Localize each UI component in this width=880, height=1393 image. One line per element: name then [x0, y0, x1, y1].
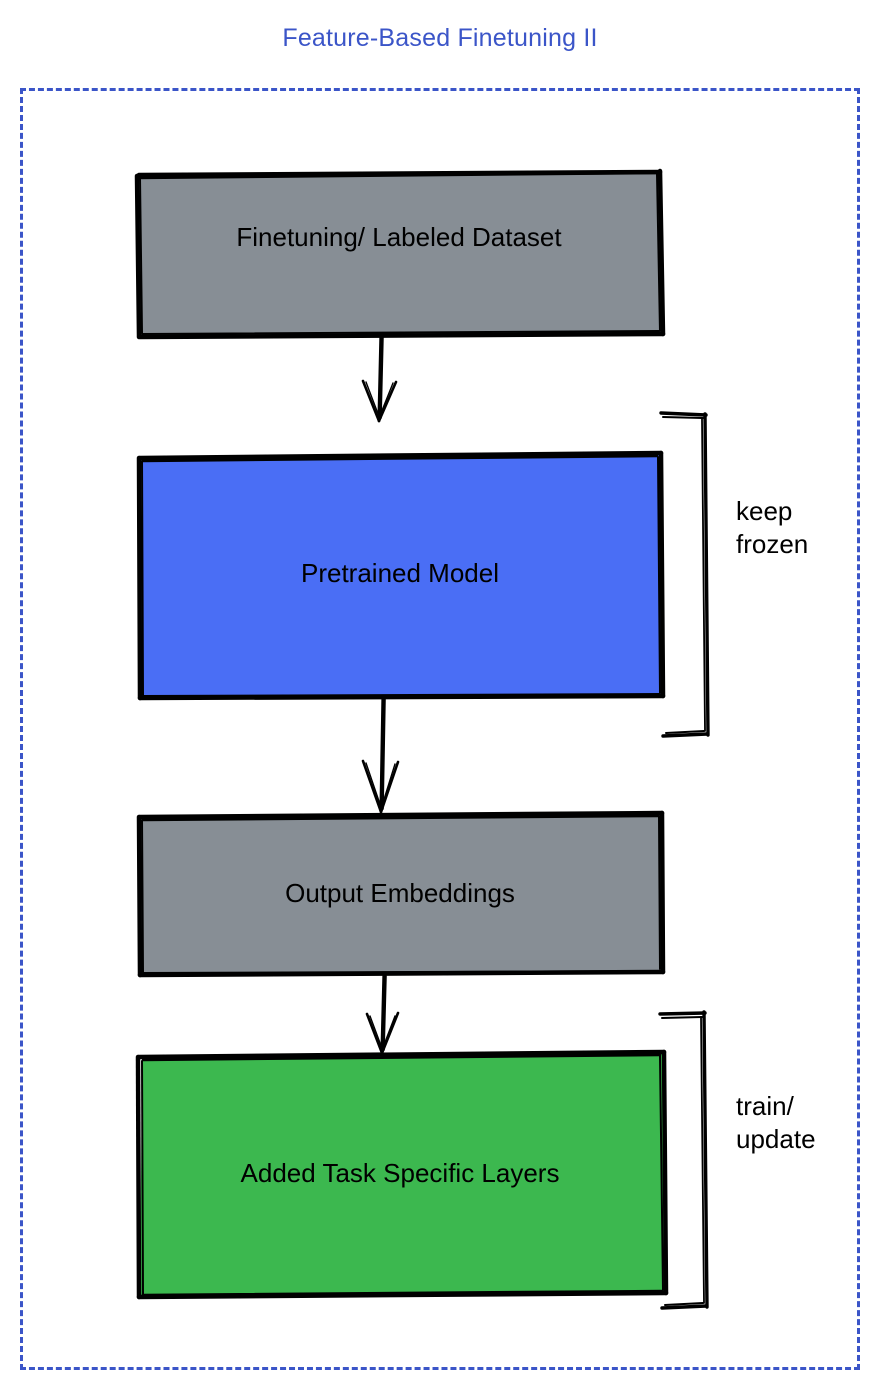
- node-output-embeddings-label: Output Embeddings: [285, 878, 515, 908]
- node-pretrained-model[interactable]: Pretrained Model: [136, 450, 666, 701]
- node-added-task-layers[interactable]: Added Task Specific Layers: [135, 1049, 669, 1300]
- page-title: Feature-Based Finetuning II: [282, 24, 598, 52]
- bracket-label-train-update: train/ update: [736, 1091, 816, 1154]
- node-pretrained-model-shape: [136, 450, 666, 701]
- node-finetuning-dataset-label: Finetuning/ Labeled Dataset: [236, 222, 562, 252]
- bracket-label-keep-frozen: keep frozen: [736, 496, 809, 559]
- node-added-task-layers-label: Added Task Specific Layers: [240, 1158, 560, 1188]
- node-output-embeddings[interactable]: Output Embeddings: [136, 810, 666, 978]
- node-pretrained-model-label: Pretrained Model: [301, 558, 499, 588]
- node-output-embeddings-shape: [136, 810, 666, 978]
- node-finetuning-dataset[interactable]: Finetuning/ Labeled Dataset: [134, 168, 666, 340]
- node-finetuning-dataset-shape: [134, 168, 666, 340]
- node-added-task-layers-shape: [135, 1049, 669, 1300]
